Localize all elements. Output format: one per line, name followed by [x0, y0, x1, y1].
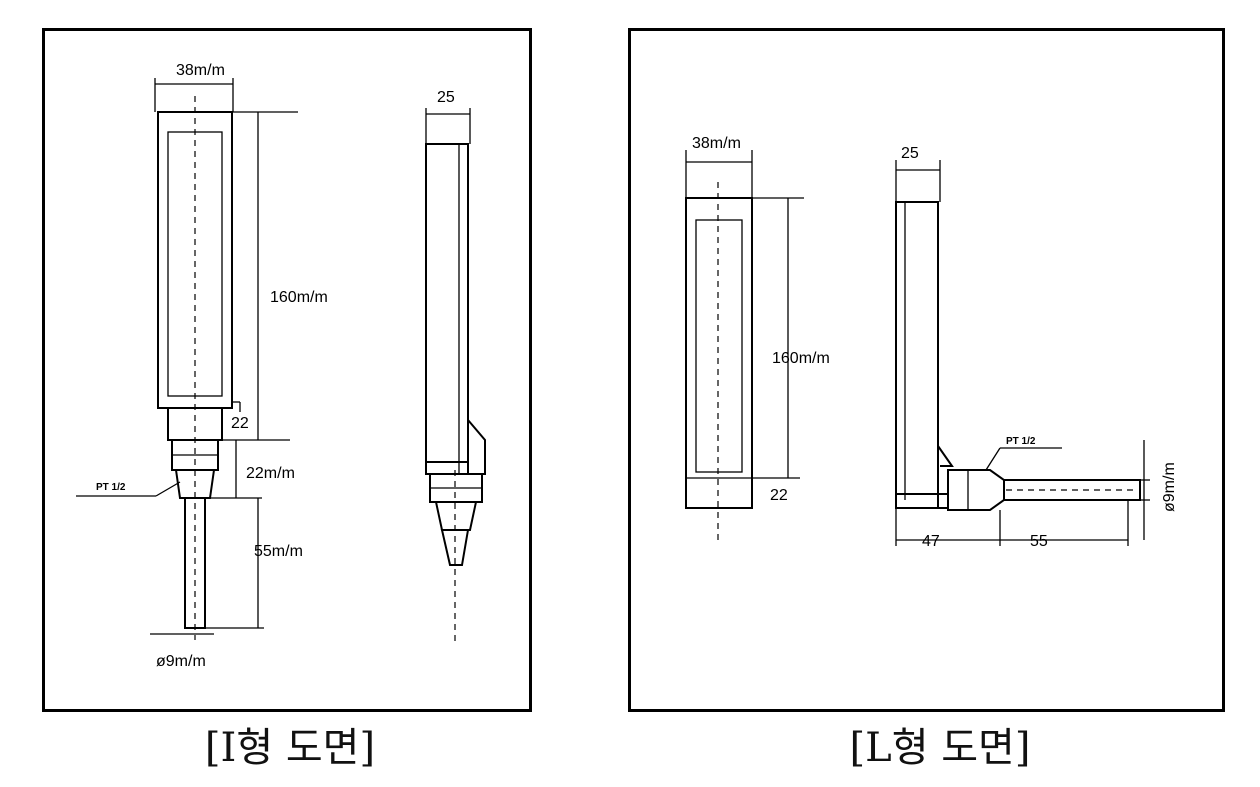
i-thread-label: PT 1/2 [96, 482, 126, 493]
l-height-label: 160m/m [772, 350, 830, 367]
l-type-drawing-frame [628, 28, 1225, 712]
l-thread-label: PT 1/2 [1006, 436, 1036, 447]
i-neck-label: 22m/m [246, 465, 295, 482]
l-type-side-view [895, 160, 1150, 546]
l-width-label: 38m/m [692, 135, 741, 152]
l-base-label: 47 [922, 533, 940, 550]
l-side-width-label: 25 [901, 145, 919, 162]
i-diameter-label: ø9m/m [156, 653, 206, 670]
i-type-caption: [I형 도면] [204, 725, 376, 771]
i-type-drawing-frame [42, 28, 532, 712]
i-height-label: 160m/m [270, 289, 328, 306]
i-type-front-view [150, 96, 241, 640]
l-small-dimension-label: 22 [770, 487, 788, 504]
l-type-caption: [L형 도면] [849, 725, 1031, 771]
i-width-label: 38m/m [176, 62, 225, 79]
l-diameter-label: ø9m/m [1161, 462, 1178, 512]
i-side-width-label: 25 [437, 89, 455, 106]
l-stem-label: 55 [1030, 533, 1048, 550]
i-small-dimension-label: 22 [231, 415, 249, 432]
i-type-dimensions [76, 78, 298, 629]
i-type-side-view [425, 108, 486, 646]
i-stem-label: 55m/m [254, 543, 303, 560]
l-type-front-view [685, 150, 804, 540]
